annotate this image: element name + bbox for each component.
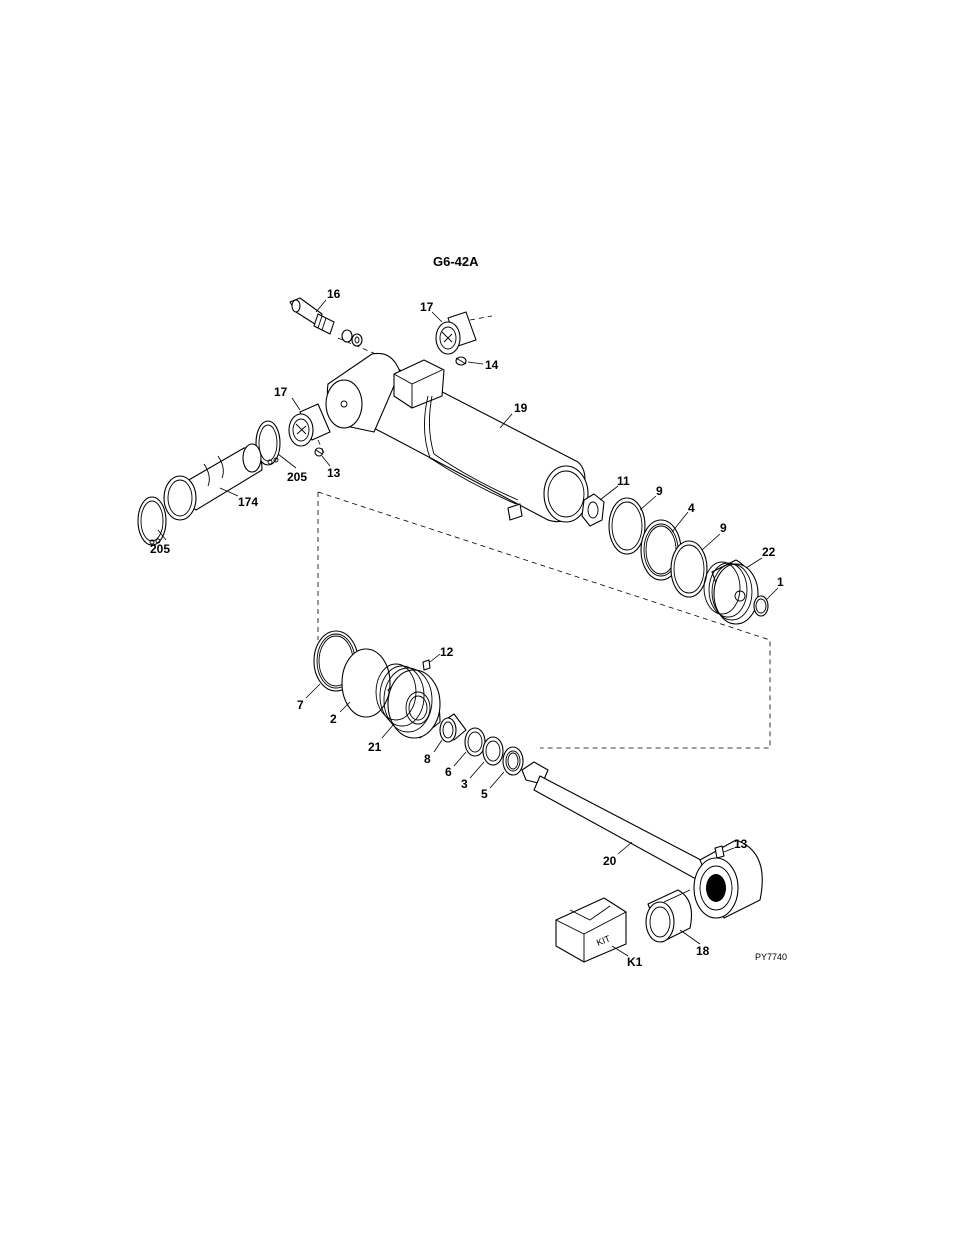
part-3-backup-ring — [482, 736, 504, 766]
part-13-lower-grease-fitting — [714, 845, 725, 859]
part-2-o-ring — [341, 648, 391, 718]
callout-13-upper: 13 — [327, 466, 341, 480]
part-9-lower-backup-ring — [670, 540, 708, 598]
part-6-rod-seal — [464, 727, 486, 757]
part-174-pin — [163, 443, 263, 521]
leader-lines — [157, 299, 779, 957]
callout-1: 1 — [777, 575, 784, 589]
callout-3: 3 — [461, 777, 468, 791]
callout-19: 19 — [514, 401, 528, 415]
callout-22: 22 — [762, 545, 776, 559]
callout-13-lower: 13 — [734, 837, 748, 851]
callout-21: 21 — [368, 740, 382, 754]
part-18-bushing — [645, 889, 693, 943]
diagram-title: G6-42A — [433, 254, 479, 269]
callout-205-lower: 205 — [150, 542, 170, 556]
part-11-nut — [581, 493, 605, 527]
drawing-reference-code: PY7740 — [755, 952, 787, 962]
callout-18: 18 — [696, 944, 710, 958]
callout-9-upper: 9 — [656, 484, 663, 498]
part-9-upper-backup-ring — [608, 497, 646, 555]
callout-7: 7 — [297, 698, 304, 712]
callout-174: 174 — [238, 495, 258, 509]
part-8-wear-ring — [439, 713, 467, 743]
callout-labels: 16 17 14 17 19 205 13 174 205 11 9 4 9 2… — [150, 287, 784, 969]
callout-6: 6 — [445, 765, 452, 779]
part-205-upper-retaining-ring — [255, 420, 281, 466]
callout-12: 12 — [440, 645, 454, 659]
callout-5: 5 — [481, 787, 488, 801]
callout-4: 4 — [688, 501, 695, 515]
part-12-set-screw — [422, 659, 431, 671]
part-20-piston-rod — [521, 761, 763, 919]
part-1-o-ring — [753, 595, 769, 617]
callout-16: 16 — [327, 287, 341, 301]
callout-9-lower: 9 — [720, 521, 727, 535]
part-17-left-bushing — [288, 403, 331, 447]
part-22-piston — [703, 559, 759, 625]
callout-205-upper: 205 — [287, 470, 307, 484]
part-205-lower-retaining-ring — [137, 496, 167, 546]
part-16-seal-rings — [341, 329, 363, 347]
part-k1-seal-kit-box: KIT — [555, 897, 627, 963]
part-13-upper-grease-fitting — [314, 447, 324, 457]
part-21-gland-head — [375, 663, 441, 739]
callout-k1: K1 — [627, 955, 643, 969]
callout-8: 8 — [424, 752, 431, 766]
callout-20: 20 — [603, 854, 617, 868]
callout-14: 14 — [485, 358, 499, 372]
part-16-valve-cartridge — [289, 297, 335, 335]
callout-11: 11 — [617, 474, 630, 488]
callout-17-upper: 17 — [420, 300, 434, 314]
part-5-wiper — [502, 746, 524, 776]
part-17-upper-bushing — [435, 311, 477, 355]
part-14-fitting — [455, 356, 467, 366]
callout-2: 2 — [330, 712, 337, 726]
part-19-cylinder-barrel — [325, 352, 589, 523]
callout-17-left: 17 — [274, 385, 288, 399]
